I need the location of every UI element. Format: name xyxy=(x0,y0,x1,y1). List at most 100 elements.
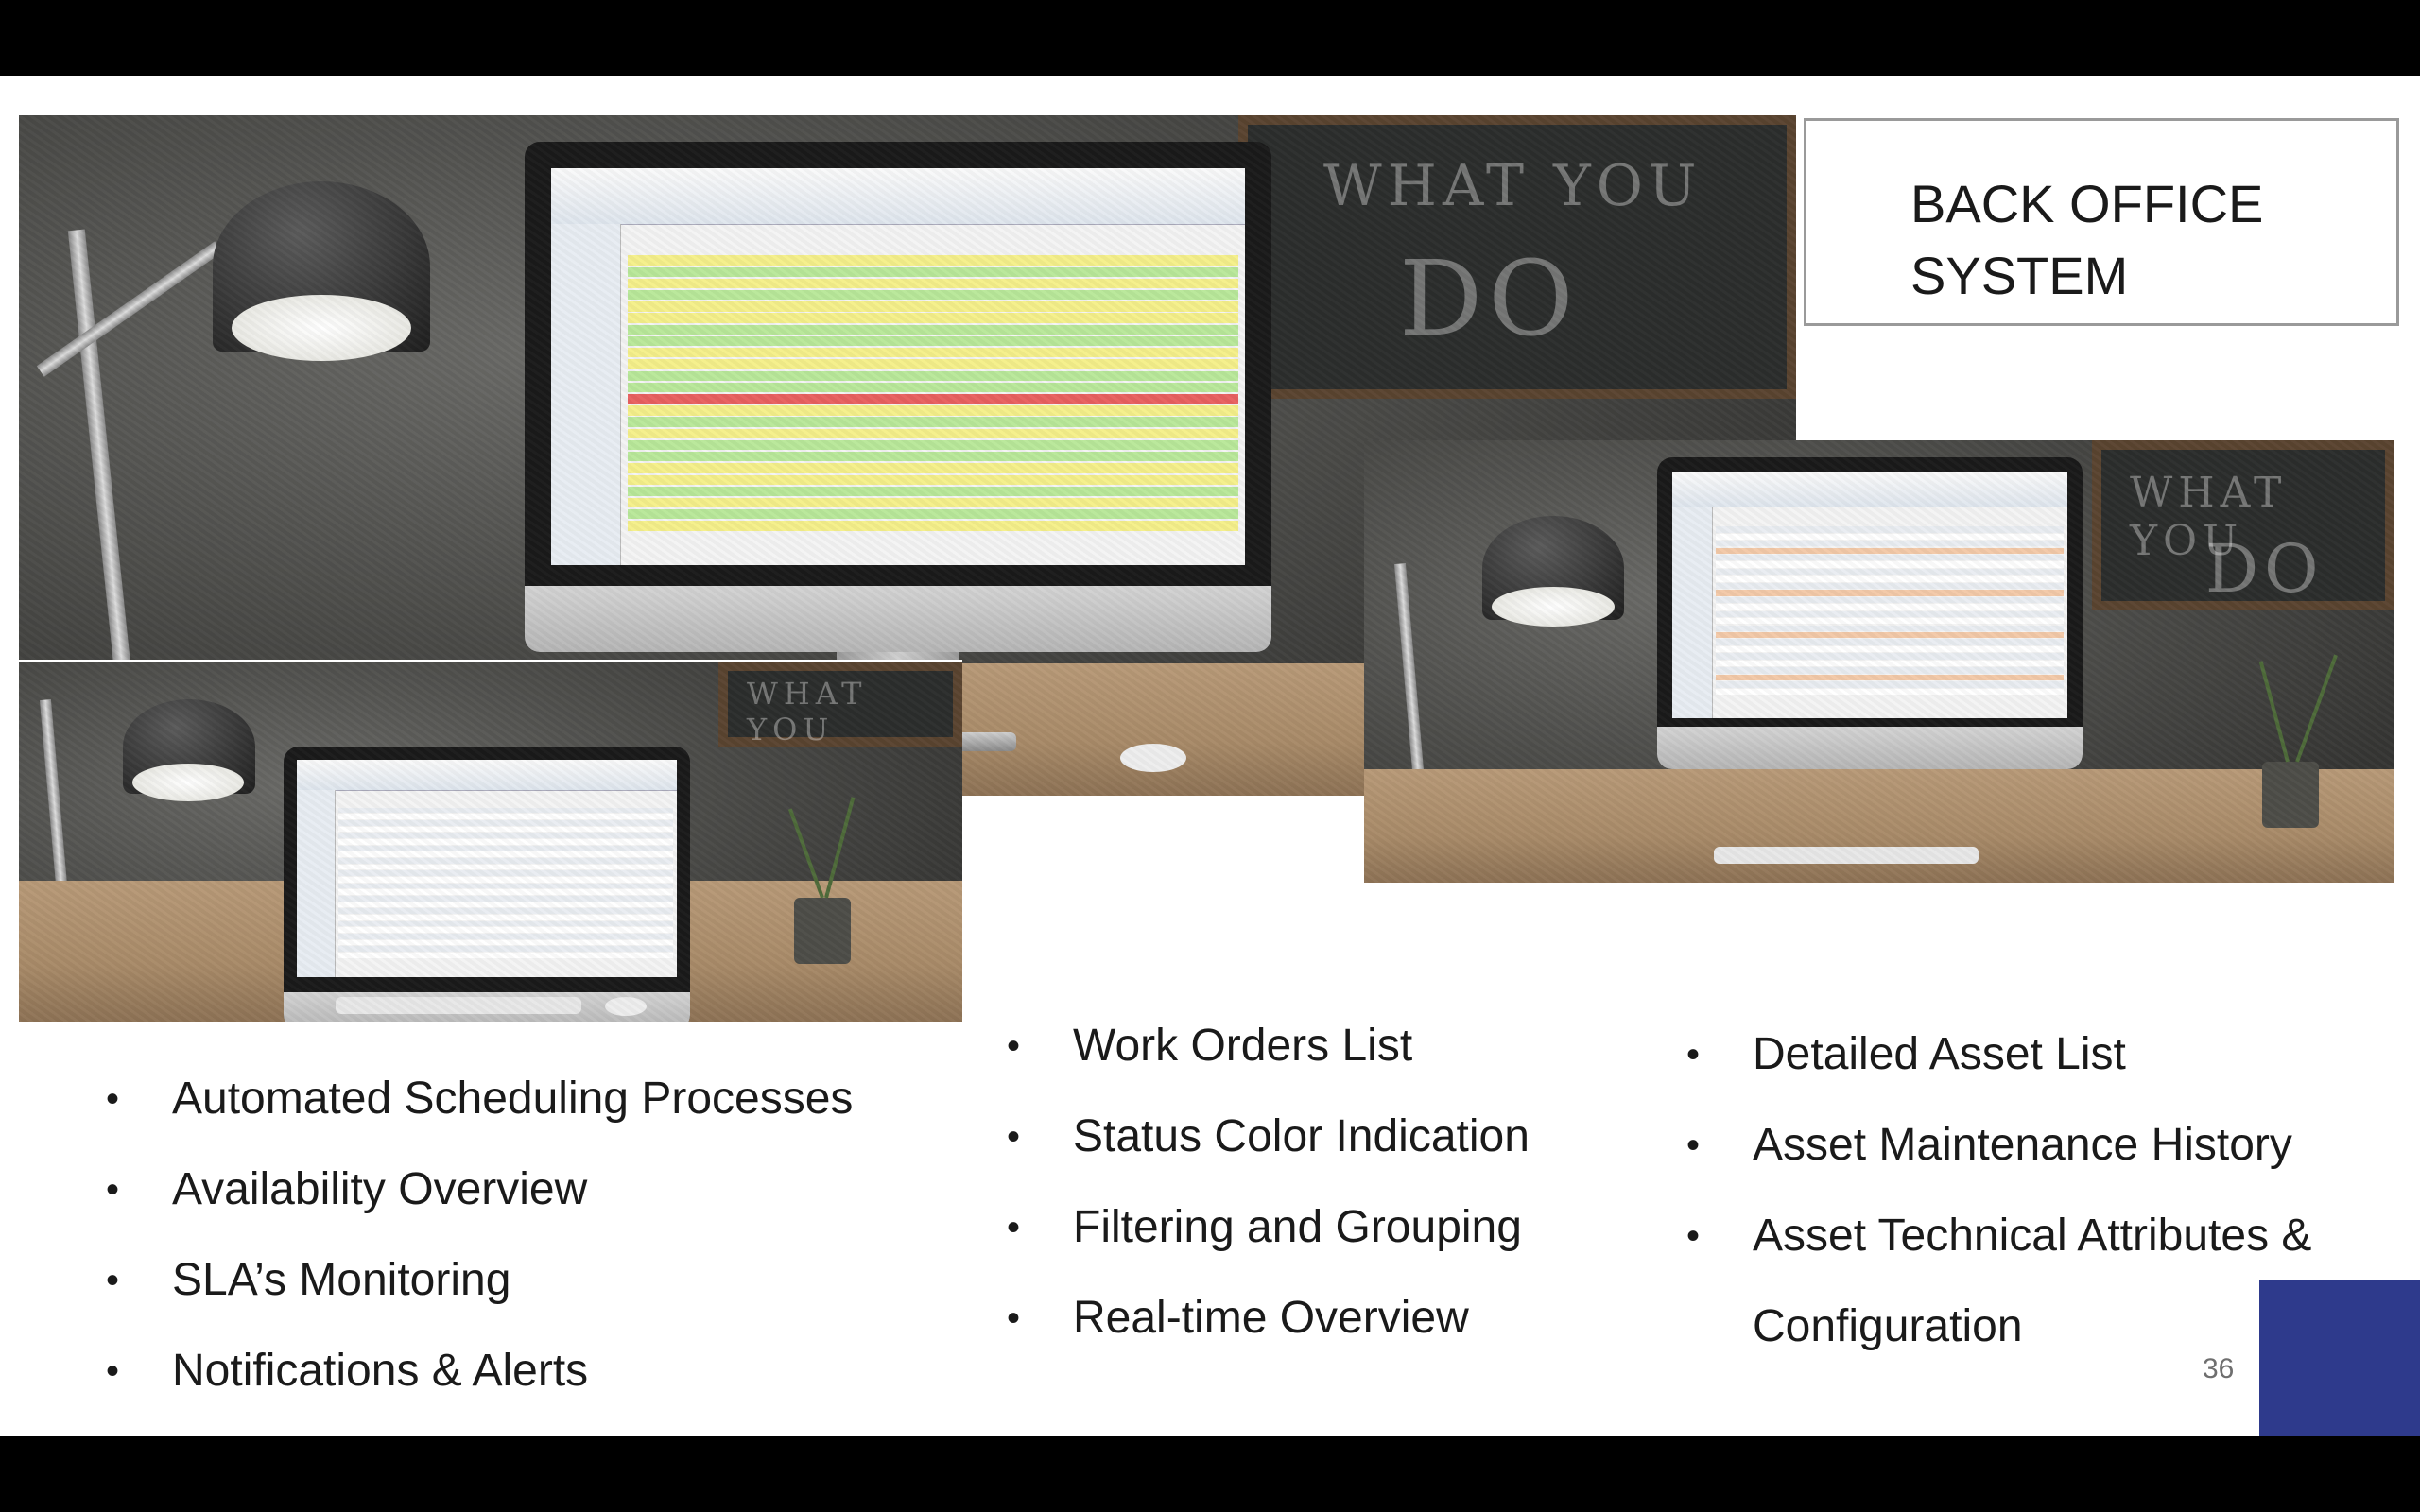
screen-row xyxy=(627,439,1238,451)
screen-row xyxy=(627,348,1238,358)
monitor-large xyxy=(525,142,1271,751)
monitor-small xyxy=(284,747,690,1022)
screen-row xyxy=(627,474,1238,485)
bullet-list-right: Detailed Asset List Asset Maintenance Hi… xyxy=(1686,1009,2311,1372)
screen-row xyxy=(1715,610,2064,617)
screen-row xyxy=(1715,688,2064,695)
bullet-list-center: Work Orders List Status Color Indication… xyxy=(1007,1001,1530,1364)
accent-block xyxy=(2259,1280,2420,1436)
work-orders-screen xyxy=(551,168,1245,565)
screen-row xyxy=(338,826,673,833)
screen-row xyxy=(1715,631,2064,639)
monitor-right xyxy=(1657,457,2083,769)
screen-row xyxy=(627,394,1238,404)
screen-row xyxy=(338,939,673,946)
screen-row xyxy=(1715,653,2064,660)
list-item: Status Color Indication xyxy=(1007,1091,1530,1182)
list-item: Notifications & Alerts xyxy=(106,1326,853,1417)
screen-row xyxy=(338,889,673,895)
screen-row xyxy=(338,870,673,876)
screen-row xyxy=(627,278,1238,289)
screen-row xyxy=(338,864,673,870)
list-item: Filtering and Grouping xyxy=(1007,1182,1530,1273)
slide-title: BACK OFFICE SYSTEM xyxy=(1910,174,2264,305)
screen-row xyxy=(1715,625,2064,631)
screen-row xyxy=(338,838,673,845)
screen-row xyxy=(1715,645,2064,653)
screen-row xyxy=(338,883,673,889)
screen-row xyxy=(1715,561,2064,568)
screen-row xyxy=(338,857,673,864)
screen-row xyxy=(338,946,673,952)
list-item: Asset Maintenance History xyxy=(1686,1100,2311,1191)
screen-row xyxy=(627,452,1238,462)
screen-row xyxy=(1715,590,2064,596)
screen-row xyxy=(1715,555,2064,561)
screen-row xyxy=(338,915,673,920)
screen-row xyxy=(627,370,1238,381)
screen-row xyxy=(1715,568,2064,576)
screen-row xyxy=(627,463,1238,473)
screen-row xyxy=(627,486,1238,497)
list-item: Work Orders List xyxy=(1007,1001,1530,1091)
asset-list-screen xyxy=(1672,472,2067,718)
screen-row xyxy=(338,934,673,939)
screen-row xyxy=(1715,582,2064,590)
screen-row xyxy=(1715,639,2064,645)
screen-row xyxy=(627,417,1238,427)
screen-row xyxy=(338,902,673,908)
list-item: SLA’s Monitoring xyxy=(106,1235,853,1326)
screen-row xyxy=(338,927,673,933)
screen-row xyxy=(627,301,1238,312)
screen-row xyxy=(627,359,1238,369)
screen-row xyxy=(1715,660,2064,667)
screen-row xyxy=(627,335,1238,347)
screen-row xyxy=(627,266,1238,277)
list-item: Asset Technical Attributes & xyxy=(1686,1191,2311,1281)
screen-row xyxy=(1715,576,2064,582)
screen-row xyxy=(338,920,673,927)
screen-row xyxy=(338,833,673,838)
screen-row xyxy=(627,509,1238,520)
plant-pot xyxy=(794,898,851,964)
page-number: 36 xyxy=(2203,1353,2235,1384)
screen-row xyxy=(627,382,1238,393)
screen-row xyxy=(338,953,673,958)
bullet-list-left: Automated Scheduling Processes Availabil… xyxy=(106,1054,853,1417)
asset-list-photo: WHAT YOU DO xyxy=(1364,440,2394,883)
screen-row xyxy=(1715,547,2064,554)
slide: WHAT YOU DO BACK OFFICE SYSTEM WHAT YOU xyxy=(0,76,2420,1436)
screen-row xyxy=(1715,618,2064,625)
list-item: Real-time Overview xyxy=(1007,1273,1530,1364)
screen-row xyxy=(1715,667,2064,674)
keyboard xyxy=(336,997,581,1014)
mouse xyxy=(1120,744,1186,772)
screen-row xyxy=(627,521,1238,531)
screen-row xyxy=(627,290,1238,301)
screen-row xyxy=(338,876,673,883)
screen-row xyxy=(627,324,1238,335)
screen-row xyxy=(338,814,673,819)
screen-row xyxy=(338,845,673,851)
screen-row xyxy=(338,807,673,814)
screen-row xyxy=(1715,681,2064,688)
screen-row xyxy=(627,405,1238,416)
list-item: Detailed Asset List xyxy=(1686,1009,2311,1100)
title-box: BACK OFFICE SYSTEM xyxy=(1804,118,2399,326)
screen-row xyxy=(627,313,1238,323)
chalkboard: WHAT YOU DO xyxy=(1238,115,1796,399)
list-item-continuation: Configuration xyxy=(1753,1301,2023,1351)
screen-row xyxy=(627,428,1238,438)
screen-row xyxy=(1715,541,2064,547)
screen-row xyxy=(627,255,1238,266)
scheduling-photo: WHAT YOU xyxy=(19,660,962,1022)
screen-row xyxy=(1715,604,2064,610)
screen-row xyxy=(1715,533,2064,540)
list-item: Automated Scheduling Processes xyxy=(106,1054,853,1144)
screen-row xyxy=(1715,596,2064,604)
screen-row xyxy=(627,497,1238,508)
screen-row xyxy=(338,908,673,914)
screen-row xyxy=(1715,526,2064,533)
screen-row xyxy=(338,851,673,857)
list-item: Availability Overview xyxy=(106,1144,853,1235)
